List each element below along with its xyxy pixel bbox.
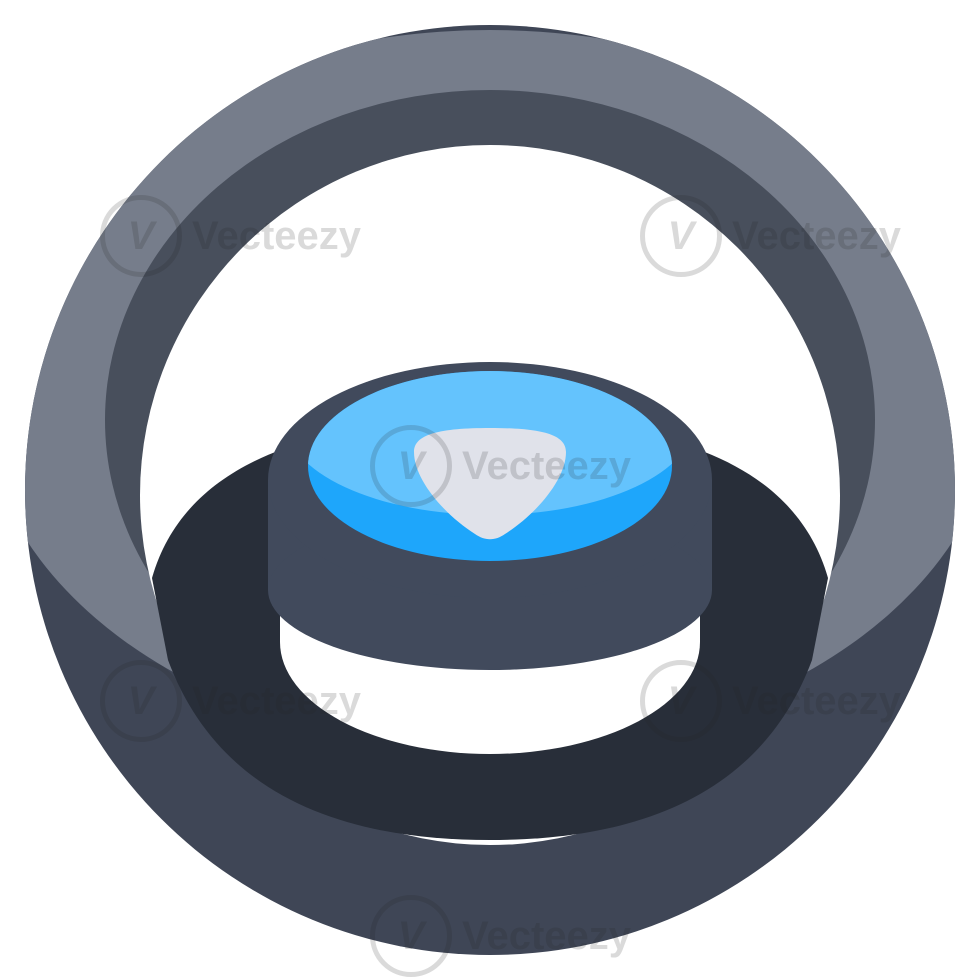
shield-icon: [414, 428, 566, 540]
